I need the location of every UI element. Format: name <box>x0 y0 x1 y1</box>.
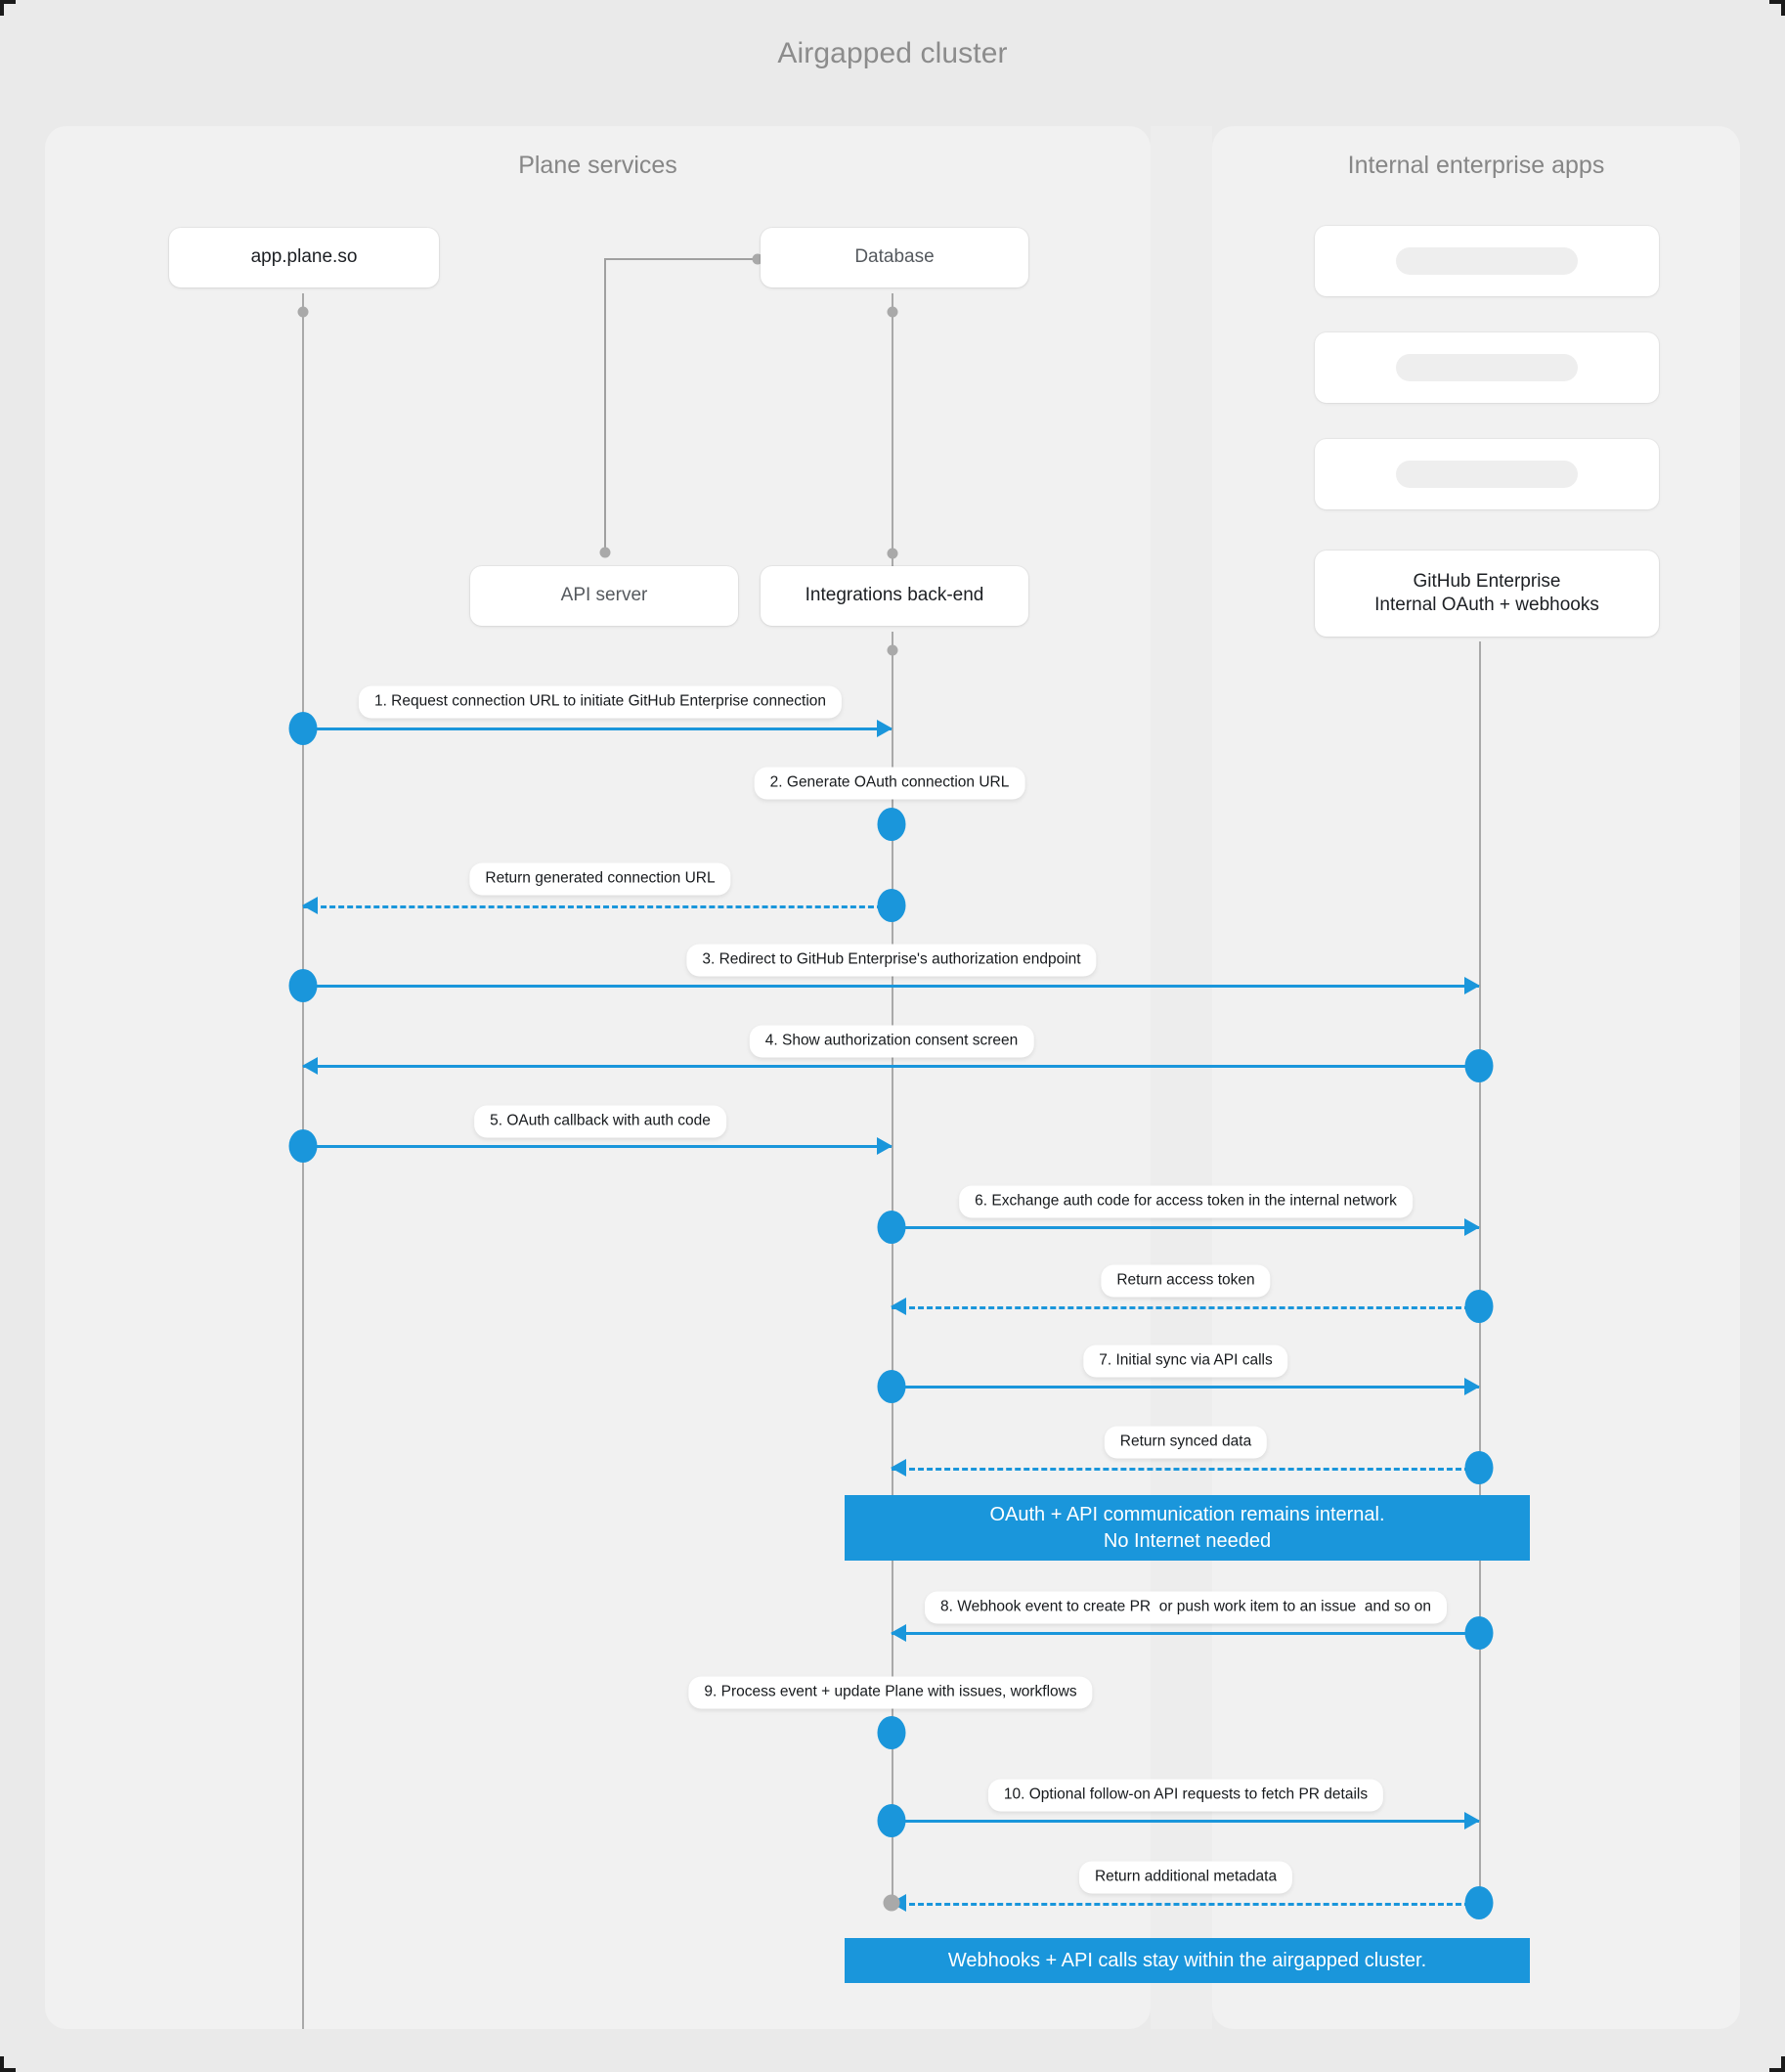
panel-title-plane-services: Plane services <box>518 152 677 179</box>
participant-label: GitHub Enterprise Internal OAuth + webho… <box>1374 570 1599 615</box>
arrow-head <box>1464 1812 1480 1830</box>
message-origin-dot-7 <box>877 1370 906 1403</box>
arrow-line <box>303 1145 892 1148</box>
lifeline-database <box>892 293 893 571</box>
corner-tick-bottom-left <box>0 2056 4 2072</box>
message-label-1: 1. Request connection URL to initiate Gi… <box>358 685 843 719</box>
arrow-line <box>303 727 892 730</box>
corner-tick-top-left <box>0 0 16 4</box>
participant-label: Integrations back-end <box>805 585 984 606</box>
corner-tick-bottom-left <box>0 2068 16 2072</box>
participant-database[interactable]: Database <box>761 228 1028 287</box>
message-origin-dot-8 <box>1464 1616 1494 1650</box>
participant-label: Database <box>854 246 935 268</box>
message-label-2: 2. Generate OAuth connection URL <box>754 767 1025 800</box>
participant-label: API server <box>560 585 648 606</box>
message-label-9: 9. Process event + update Plane with iss… <box>688 1676 1093 1709</box>
arrow-head <box>302 897 318 914</box>
participant-github-enterprise[interactable]: GitHub Enterprise Internal OAuth + webho… <box>1315 551 1659 637</box>
participant-integrations-backend[interactable]: Integrations back-end <box>761 566 1028 626</box>
arrow-line <box>892 1820 1479 1823</box>
message-origin-dot-9 <box>877 1716 906 1749</box>
panel-title-internal-enterprise-apps: Internal enterprise apps <box>1347 152 1605 179</box>
arrow-head <box>1464 977 1480 994</box>
message-origin-dot-return-additional-metadata <box>1464 1886 1494 1919</box>
group-panel-plane-services: Plane services <box>45 126 1151 2029</box>
message-label-return-additional-metadata: Return additional metadata <box>1078 1861 1293 1894</box>
arrow-line <box>892 1632 1479 1635</box>
lifeline-dot-integrations-backend <box>887 644 898 656</box>
db-connector-endpoint-dot <box>752 253 763 265</box>
corner-tick-top-left <box>0 0 4 16</box>
arrow-head <box>891 1624 906 1642</box>
lifeline-integrations-backend <box>892 632 893 1903</box>
lifeline-dot-database <box>887 306 898 318</box>
message-origin-dot-return-connection-url <box>877 889 906 922</box>
api-connector-endpoint-dot <box>599 547 611 558</box>
message-origin-dot-6 <box>877 1211 906 1244</box>
message-label-8: 8. Webhook event to create PR or push wo… <box>924 1591 1448 1624</box>
db-api-connector-horizontal <box>604 258 761 260</box>
note-airgapped-cluster: Webhooks + API calls stay within the air… <box>845 1938 1530 1983</box>
message-label-return-synced-data: Return synced data <box>1104 1426 1268 1459</box>
message-origin-dot-5 <box>288 1129 318 1163</box>
arrow-line <box>303 905 892 908</box>
lifeline-github-enterprise <box>1479 641 1481 1903</box>
message-origin-dot-return-synced-data <box>1464 1451 1494 1484</box>
lifeline-terminator-dot-integrations-backend <box>883 1894 900 1912</box>
message-origin-dot-3 <box>288 969 318 1002</box>
participant-app-plane-so[interactable]: app.plane.so <box>169 228 439 287</box>
message-label-return-connection-url: Return generated connection URL <box>469 862 731 896</box>
arrow-head <box>1464 1378 1480 1395</box>
arrow-line <box>892 1306 1479 1309</box>
panel-gap-band <box>1151 126 1212 2029</box>
diagram-title: Airgapped cluster <box>777 37 1008 69</box>
message-label-5: 5. OAuth callback with auth code <box>474 1105 726 1138</box>
corner-tick-bottom-right <box>1769 2068 1785 2072</box>
arrow-head <box>302 1057 318 1075</box>
message-label-3: 3. Redirect to GitHub Enterprise's autho… <box>686 944 1097 977</box>
placeholder-bar <box>1396 247 1578 275</box>
arrow-line <box>892 1903 1479 1906</box>
message-label-7: 7. Initial sync via API calls <box>1083 1345 1288 1378</box>
participant-api-server[interactable]: API server <box>470 566 738 626</box>
message-label-return-access-token: Return access token <box>1101 1264 1271 1298</box>
db-api-connector-vertical <box>604 258 606 551</box>
arrow-line <box>303 985 1479 988</box>
placeholder-bar <box>1396 461 1578 488</box>
note-oauth-internal: OAuth + API communication remains intern… <box>845 1495 1530 1561</box>
corner-tick-top-right <box>1781 0 1785 16</box>
lifeline-dot-database-end <box>887 548 898 559</box>
corner-tick-bottom-right <box>1781 2056 1785 2072</box>
arrow-line <box>892 1226 1479 1229</box>
message-origin-dot-10 <box>877 1804 906 1837</box>
arrow-head <box>1464 1218 1480 1236</box>
message-origin-dot-4 <box>1464 1049 1494 1082</box>
arrow-head <box>891 1459 906 1477</box>
placeholder-app-card[interactable] <box>1315 439 1659 509</box>
corner-tick-top-right <box>1769 0 1785 4</box>
lifeline-dot-app <box>297 306 309 318</box>
arrow-head <box>877 720 892 737</box>
message-label-6: 6. Exchange auth code for access token i… <box>959 1185 1413 1218</box>
participant-label: app.plane.so <box>250 246 358 268</box>
arrow-head <box>891 1298 906 1315</box>
message-label-4: 4. Show authorization consent screen <box>749 1025 1034 1058</box>
arrow-line <box>892 1386 1479 1389</box>
placeholder-app-card[interactable] <box>1315 332 1659 403</box>
message-origin-dot-return-access-token <box>1464 1290 1494 1323</box>
note-text: OAuth + API communication remains intern… <box>989 1504 1385 1552</box>
arrow-head <box>877 1137 892 1155</box>
message-label-10: 10. Optional follow-on API requests to f… <box>987 1779 1384 1812</box>
arrow-line <box>892 1468 1479 1471</box>
message-origin-dot-1 <box>288 712 318 745</box>
arrow-line <box>303 1065 1479 1068</box>
message-origin-dot-2 <box>877 808 906 841</box>
note-text: Webhooks + API calls stay within the air… <box>947 1949 1427 1971</box>
placeholder-bar <box>1396 354 1578 381</box>
placeholder-app-card[interactable] <box>1315 226 1659 296</box>
